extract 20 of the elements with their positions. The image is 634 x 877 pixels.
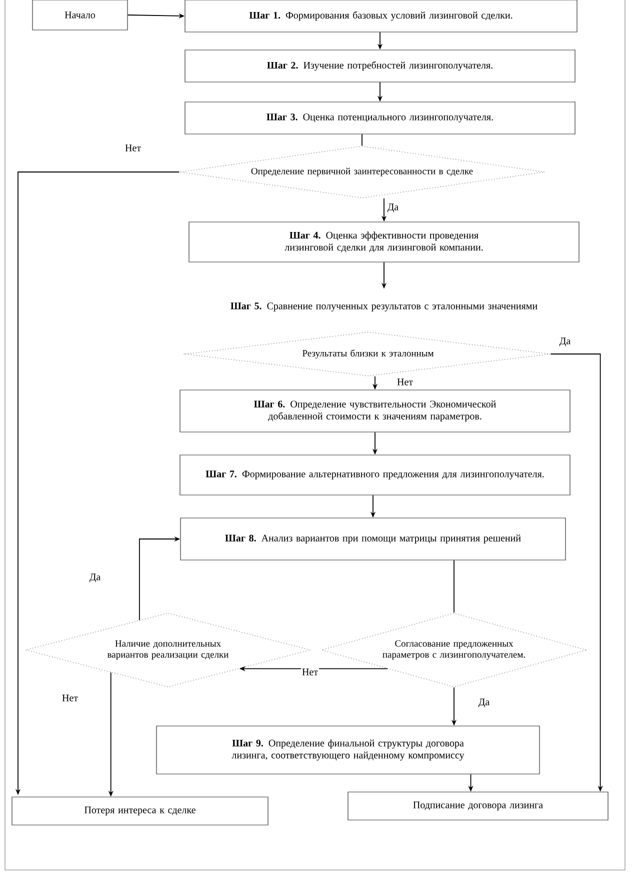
process-box: Шаг 4. Оценка эффективности проведения лизинговой сделки для лизинговой компании. [188,222,580,262]
step-text: Шаг 5. Сравнение полученных результатов с эталонными значениями [230,302,538,312]
process-box: Начало [32,0,128,30]
process-box: Подписание договора лизинга [348,792,608,820]
edge-label: Нет [124,144,142,152]
edge-label: Нет [60,694,80,702]
edge-label: Нет [396,378,414,386]
process-box: Потеря интереса к сделке [12,796,268,826]
edge-label: Да [477,698,491,708]
process-box: Шаг 3. Оценка потенциального лизингополучателя. [184,102,576,134]
edge-label: Да [88,572,102,584]
edge-label: Да [386,202,400,214]
process-box: Шаг 9. Определение финальной структуры договора лизинга, соответствующего найденному компромиссу [156,726,540,774]
process-box: Шаг 8. Анализ вариантов при помощи матрицы принятия решений [180,518,566,560]
edge-label: Нет [301,668,320,676]
process-box: Шаг 2. Изучение потребностей лизингополучателя. [184,50,576,82]
edge-label: Да [558,336,572,348]
process-box: Шаг 1. Формирования базовых условий лизинговой сделки. [184,0,578,32]
process-box: Шаг 6. Определение чувствительности Экономической добавленной стоимости к значениям параметров. [180,390,570,432]
process-box: Шаг 7. Формирование альтернативного предложения для лизингополучателя. [180,454,570,496]
